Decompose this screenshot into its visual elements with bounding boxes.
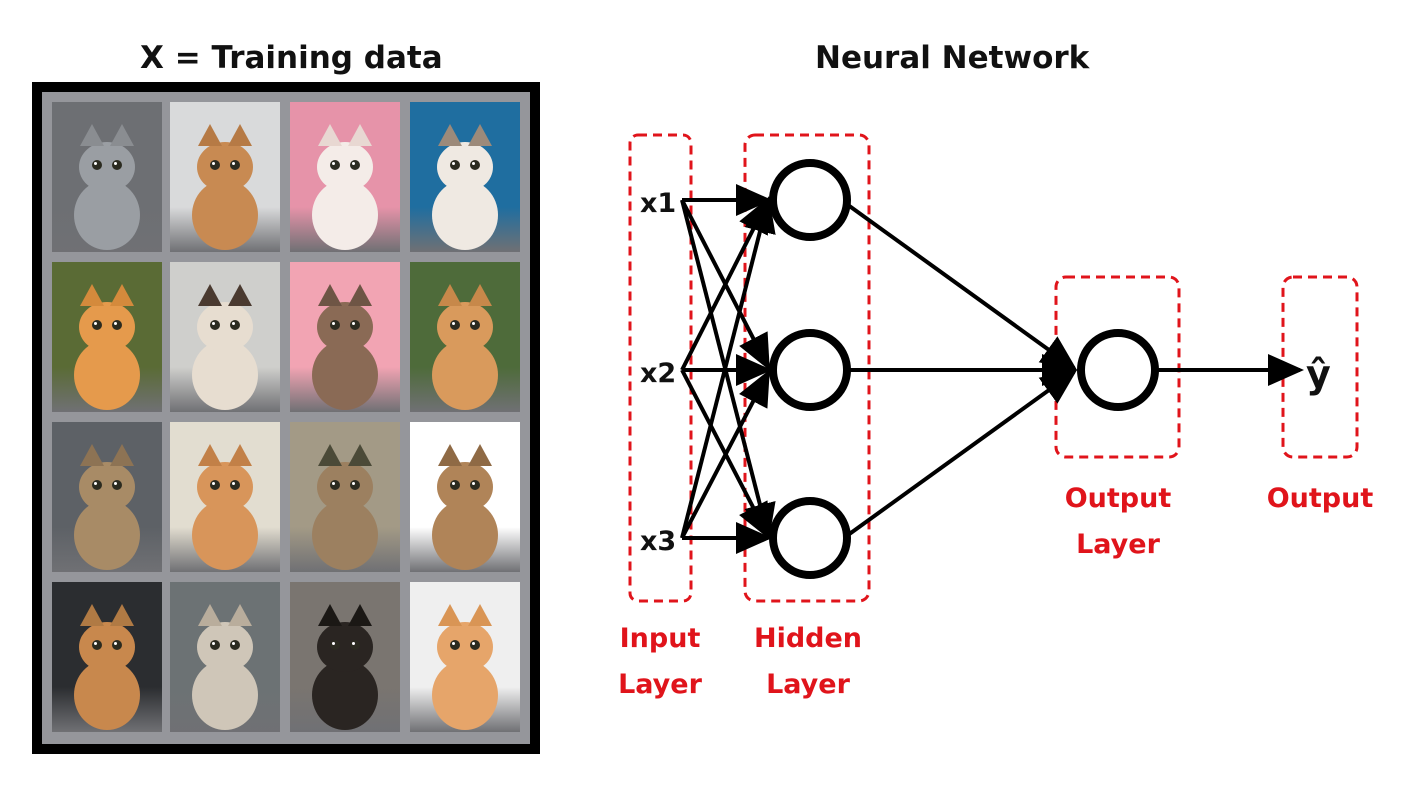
hidden-output-edges [846, 203, 1304, 537]
input-x1-label: x1 [640, 188, 676, 219]
input-layer-label-line2: Layer [618, 669, 703, 700]
output-neuron [1077, 329, 1159, 411]
hidden-neuron-3 [769, 497, 851, 579]
output-layer-box [1054, 275, 1181, 459]
cat-photo [410, 422, 520, 572]
input-hidden-edges [680, 184, 776, 554]
output-layer-label-line1: Output [1065, 483, 1172, 514]
cat-photo [290, 422, 400, 572]
training-data-frame [32, 82, 540, 754]
training-data-title: X = Training data [140, 40, 443, 76]
input-x3-label: x3 [640, 526, 676, 557]
hidden-neuron-2 [769, 329, 851, 411]
cat-photo [170, 422, 280, 572]
cat-photo [410, 102, 520, 252]
cat-photo [410, 262, 520, 412]
output-layer-label-line2: Layer [1076, 529, 1161, 560]
cat-photo [170, 582, 280, 732]
cat-photo [170, 262, 280, 412]
cat-photo [52, 422, 162, 572]
neural-network-title: Neural Network [815, 40, 1090, 76]
cat-photo [170, 102, 280, 252]
cat-photo [52, 102, 162, 252]
cat-photo [290, 582, 400, 732]
edge-h1-out [846, 203, 1078, 371]
edge-h3-out [846, 369, 1078, 537]
input-x2-label: x2 [640, 358, 676, 389]
output-label: Output [1267, 483, 1374, 514]
cat-photo [290, 102, 400, 252]
cat-photo [52, 582, 162, 732]
training-image-grid [42, 92, 530, 744]
hidden-neuron-1 [769, 159, 851, 241]
edge-x3-h1 [680, 196, 776, 539]
cat-photo [290, 262, 400, 412]
edge-x3-h2 [680, 369, 770, 539]
hidden-layer-label-line1: Hidden [754, 623, 862, 654]
input-layer-box [628, 133, 693, 603]
cat-photo [52, 262, 162, 412]
input-layer-label-line1: Input [620, 623, 701, 654]
cat-photo [410, 582, 520, 732]
y-hat-label: ŷ [1306, 352, 1331, 396]
hidden-layer-label-line2: Layer [766, 669, 851, 700]
